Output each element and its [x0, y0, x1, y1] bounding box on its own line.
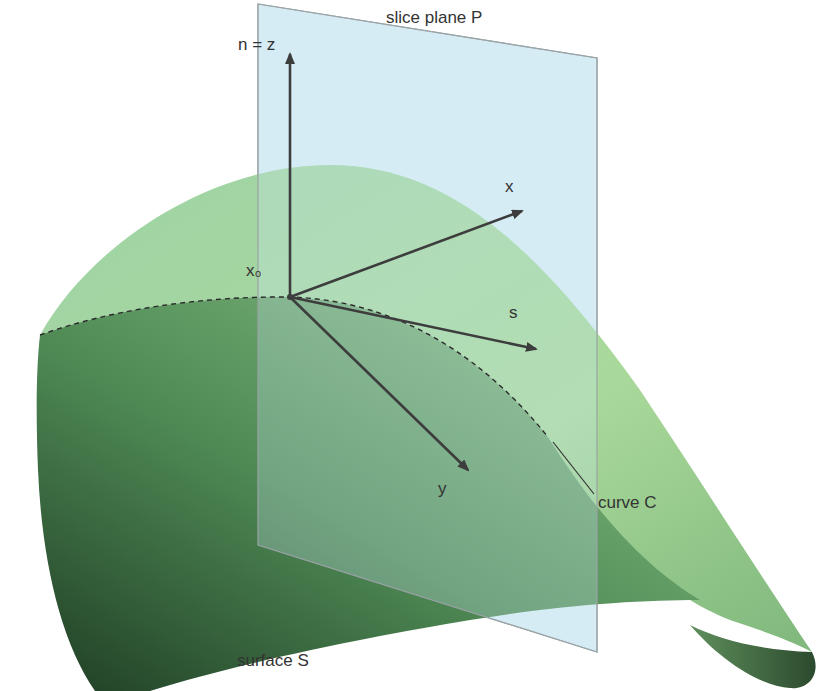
- leader-line: [553, 442, 594, 494]
- axis-label: x: [505, 178, 514, 197]
- surface-curl: [690, 625, 816, 688]
- slice-plane: [258, 4, 597, 652]
- plane-label: slice plane P: [386, 9, 482, 28]
- normal-axis: [289, 54, 292, 297]
- surface-label: surface S: [237, 652, 309, 671]
- slice-plane-overlay: [258, 4, 597, 652]
- curve-c: [40, 297, 548, 437]
- curve-label: curve C: [598, 494, 657, 513]
- s-axis: [290, 297, 536, 349]
- x-axis: [290, 211, 522, 297]
- origin-dot: [287, 294, 293, 300]
- y-axis: [290, 297, 468, 470]
- axis-label: n = z: [238, 36, 275, 55]
- axis-label: s: [509, 304, 518, 323]
- axis-label: y: [438, 480, 447, 499]
- point-label: x₀: [246, 262, 262, 281]
